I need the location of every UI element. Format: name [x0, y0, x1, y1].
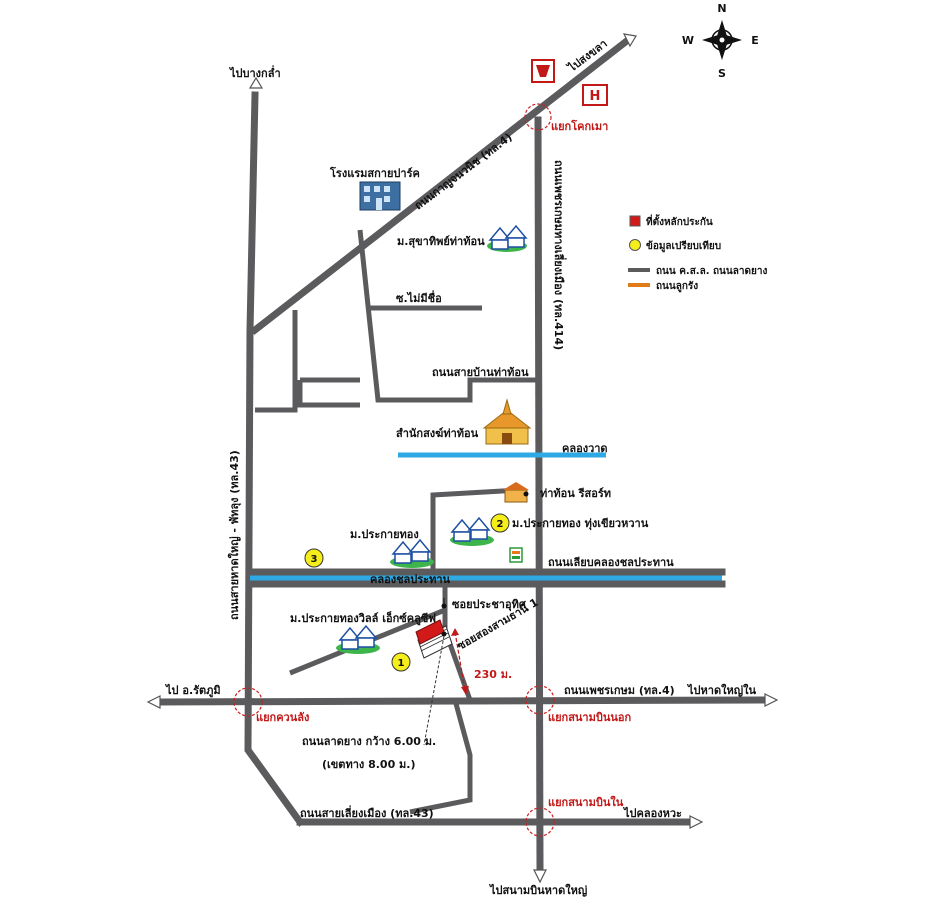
road-phetkasem [156, 696, 769, 706]
label-phetkasem-rd: ถนนเพชรเกษม (ทล.4) [564, 684, 675, 697]
label-to-hatyai-nai: ไปหาดใหญ่ใน [686, 683, 756, 697]
label-to-khlong-hoi-khong: ไปคลองหวะ [622, 806, 682, 820]
label-to-hatyai-airport: ไปสนามบินหาดใหญ่ [488, 883, 587, 897]
label-khuan-lang-junction: แยกควนลัง [256, 711, 309, 724]
road-south-loop [409, 699, 473, 815]
svg-text:2: 2 [497, 519, 504, 530]
road-inner-1 [255, 310, 298, 413]
legend-site-swatch [629, 215, 641, 227]
svg-text:H: H [590, 89, 601, 104]
resort-icon [503, 482, 529, 503]
label-soi-mai-mee-chue: ซ.ไม่มีชื่อ [396, 290, 442, 305]
label-sanam-bin-nai: แยกสนามบินใน [548, 795, 624, 809]
compass-s: S [718, 67, 726, 80]
legend-laterite-label: ถนนลูกรัง [656, 280, 698, 293]
marker-1: 1 [391, 652, 411, 672]
hotel-building-icon [359, 181, 401, 211]
comparison-markers: 1 2 3 [304, 513, 510, 672]
marker-2: 2 [490, 513, 510, 533]
village-prakai-thong-icon [390, 538, 434, 568]
canals [250, 452, 722, 581]
label-bypass-43: ถนนสายเลี่ยงเมือง (ทล.43) [300, 805, 434, 820]
village-prakai-thong-tung-icon [450, 516, 494, 546]
arrow-north-songkhla-icon [622, 33, 637, 48]
arrow-north-bangkam-icon [248, 76, 264, 89]
label-khokmao-junction: แยกโคกเมา [551, 119, 608, 133]
landmarks: H [336, 59, 608, 746]
legend-paved-label: ถนน ค.ส.ล. ถนนลาดยาง [656, 266, 767, 277]
junction-sanam-bin-nai [525, 807, 555, 837]
label-prakai-thong-world: ม.ประกายทองวิลล์ เอ็กซ์คลูซีฟ [290, 611, 436, 626]
distance-arrow [454, 631, 466, 691]
road-phetkasem-bypass [534, 116, 544, 874]
road-hatyai-phatthalung [244, 91, 305, 827]
road-resort [430, 487, 521, 572]
car-dealer-logo-icon [531, 59, 555, 83]
label-prakai-thong: ม.ประกายทอง [350, 528, 419, 541]
site-pointer-dot [441, 631, 447, 637]
label-ban-tha-thon-rd: ถนนสายบ้านท่าท้อน [432, 366, 529, 379]
label-road-width: ถนนลาดยาง กว้าง 6.00 ม. [302, 735, 436, 748]
compass-rose-icon: N S W E [682, 2, 759, 80]
label-irrigation-canal: คลองชลประทาน [370, 573, 451, 586]
convenience-store-icon [509, 547, 523, 563]
honda-logo-icon: H [582, 84, 608, 106]
junction-khokmao [524, 103, 552, 131]
compass-n: N [717, 2, 726, 15]
junction-khuan-lang [233, 687, 263, 717]
monastery-temple-icon [482, 398, 532, 445]
label-khlong-wat: คลองวาด [562, 442, 608, 455]
road-kanchanavanich [250, 35, 633, 335]
label-soi-prachauthit: ซอยประชาอุทิศ [452, 598, 527, 612]
label-kanchanavanich: ถนนกาญจนวนิช (ทล.4) [412, 131, 515, 213]
road-ban-tha-thon [357, 229, 538, 403]
junctions [233, 103, 555, 837]
label-tha-thon-resort: ท่าท้อน รีสอร์ท [540, 487, 611, 500]
road-arrows [146, 33, 779, 884]
legend: ที่ตั้งหลักประกัน ข้อมูลเปรียบเทียบ ถนน … [628, 214, 767, 293]
label-road-reserve: (เขตทาง 8.00 ม.) [322, 758, 416, 771]
label-prakai-thong-tung: ม.ประกายทอง ทุ่งเขียวหวาน [512, 517, 649, 531]
legend-comparison-swatch [629, 239, 641, 251]
compass-e: E [751, 34, 759, 47]
legend-site-label: ที่ตั้งหลักประกัน [646, 214, 713, 228]
road-inner-2 [297, 380, 360, 408]
svg-text:3: 3 [311, 554, 318, 565]
label-sanam-bin-nok: แยกสนามบินนอก [548, 711, 631, 724]
resort-dot [523, 491, 529, 497]
label-phetkasem-bypass: ถนนเพชรเกษมทางเลี่ยงเมือง (ทล.414) [552, 160, 567, 350]
arrow-east-khlonghoi-icon [689, 815, 704, 829]
label-sukhapiphat: ม.สุขาทิพย์ท่าท้อน [397, 235, 485, 249]
label-distance: 230 ม. [474, 668, 512, 681]
label-monastery: สำนักสงฆ์ท่าท้อน [396, 427, 479, 440]
site-leader-line [423, 635, 445, 746]
village-sukhapiphat-icon [487, 224, 528, 252]
label-hotel: โรงแรมสกายปาร์ค [329, 166, 420, 180]
junction-sanam-bin-nok [525, 685, 555, 715]
label-canal-side-rd: ถนนเลียบคลองชลประทาน [548, 556, 674, 569]
arrow-west-rattaphum-icon [146, 695, 161, 709]
label-to-rattaphum: ไป อ.รัตภูมิ [164, 683, 221, 698]
marker-3: 3 [304, 548, 324, 568]
compass-w: W [682, 34, 694, 47]
arrow-south-airport-icon [533, 869, 547, 884]
svg-text:1: 1 [398, 658, 405, 669]
arrow-east-hatyai-nai-icon [764, 693, 779, 707]
label-hatyai-phatthalung-rd: ถนนสายหาดใหญ่ - พัทลุง (ทล.43) [227, 450, 242, 620]
soi-prachauthit-dot [441, 603, 447, 609]
legend-comparison-label: ข้อมูลเปรียบเทียบ [646, 240, 721, 253]
label-to-bang-kam: ไปบางกล่ำ [228, 65, 281, 80]
village-prakai-thong-world-icon [336, 624, 380, 654]
